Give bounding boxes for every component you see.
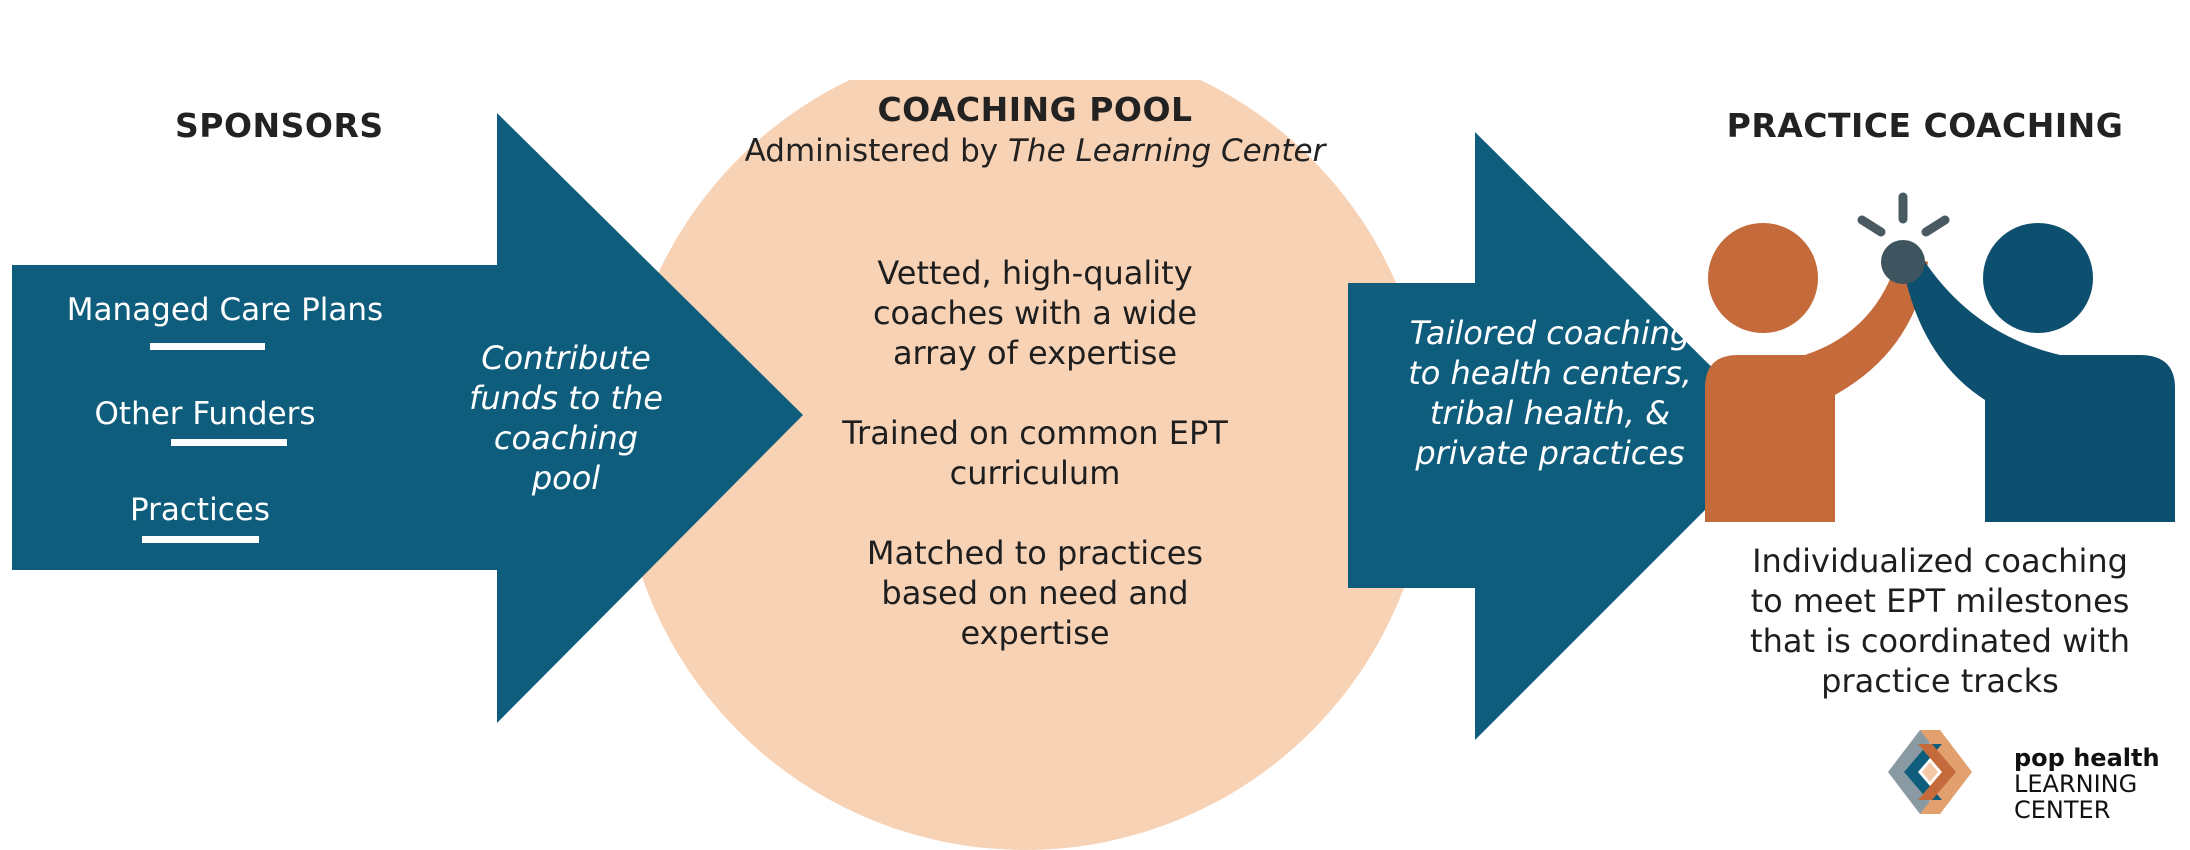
coaching-pool-subtitle: Administered by The Learning Center	[705, 133, 1365, 169]
sponsor-item-practices: Practices	[130, 492, 270, 528]
sponsors-heading: SPONSORS	[175, 106, 384, 145]
sponsors-arrow	[12, 113, 803, 723]
sponsor-item-other-funders: Other Funders	[94, 396, 316, 432]
sponsor-underline-1	[150, 343, 265, 350]
pop-health-logo-text: pop health LEARNING CENTER	[2014, 745, 2164, 823]
sponsor-underline-3	[142, 536, 259, 543]
pool-heading-band	[700, 0, 1340, 80]
high-five-hands	[1881, 240, 1925, 284]
contribute-funds-text: Contribute funds to the coaching pool	[469, 339, 663, 497]
pool-point-trained: Trained on common EPT curriculum	[842, 414, 1228, 492]
high-five-icon	[1705, 192, 2175, 522]
pool-point-matched: Matched to practices based on need and e…	[866, 534, 1204, 652]
subtitle-organization: The Learning Center	[1007, 133, 1326, 169]
subtitle-prefix: Administered by	[744, 133, 1008, 169]
pop-health-logo-icon	[1888, 730, 1972, 814]
sponsor-item-managed-care-plans: Managed Care Plans	[66, 292, 384, 328]
logo-line-3: CENTER	[2014, 796, 2111, 824]
practice-coaching-heading: PRACTICE COACHING	[1726, 106, 2124, 145]
logo-line-2: LEARNING	[2014, 770, 2138, 798]
logo-line-1: pop health	[2014, 744, 2160, 772]
sponsor-underline-2	[171, 439, 287, 446]
pool-point-vetted: Vetted, high-quality coaches with a wide…	[872, 254, 1198, 372]
tailored-coaching-arrow	[1348, 132, 1780, 740]
practice-coaching-description: Individualized coaching to meet EPT mile…	[1750, 542, 2130, 700]
tailored-coaching-text: Tailored coaching to health centers, tri…	[1408, 314, 1692, 472]
coaching-pool-heading: COACHING POOL	[877, 90, 1193, 129]
coaching-pool-points: Vetted, high-quality coaches with a wide…	[840, 253, 1230, 693]
coaching-pool-circle	[620, 40, 1430, 850]
